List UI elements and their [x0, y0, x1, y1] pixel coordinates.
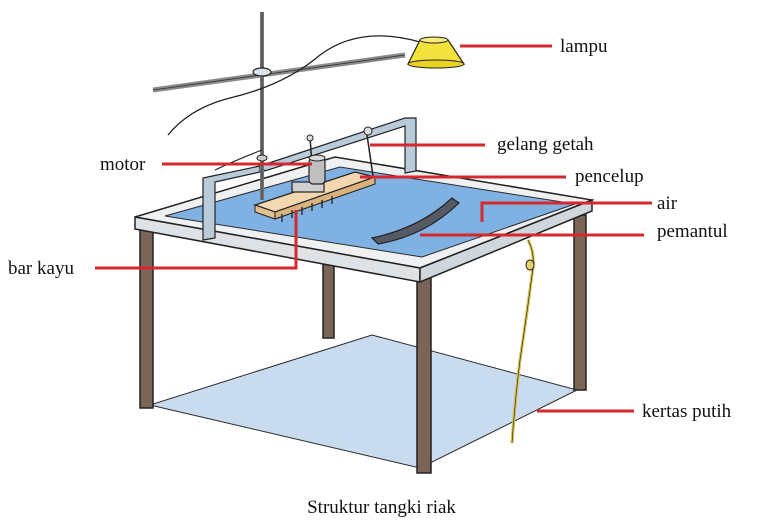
table-leg-back-right — [573, 214, 587, 391]
table-leg-front-left — [139, 224, 154, 409]
white-paper — [148, 334, 579, 469]
label-lampu: lampu — [560, 36, 608, 57]
label-kertas-putih: kertas putih — [642, 401, 732, 422]
label-bar-kayu: bar kayu — [8, 258, 74, 279]
figure-caption: Struktur tangki riak — [307, 497, 456, 518]
rubber-band-hook-right — [365, 127, 374, 177]
leader-lines — [95, 44, 652, 413]
leader-line-air — [480, 201, 652, 222]
motor-body — [308, 157, 326, 185]
string-knot — [525, 259, 535, 271]
table-leg-front-right — [416, 277, 432, 474]
table-frame-front-right-edge — [419, 198, 593, 284]
lamp-cable — [167, 35, 421, 136]
table-leg-back-middle — [322, 254, 335, 339]
label-pemantul: pemantul — [657, 221, 728, 242]
dipper-row — [281, 196, 333, 222]
label-gelang-getah: gelang getah — [497, 134, 594, 155]
label-pencelup: pencelup — [575, 166, 644, 187]
label-motor: motor — [100, 154, 146, 175]
lamp-shade-rim — [407, 59, 465, 69]
leader-line-bar-kayu — [95, 210, 298, 270]
reflector — [370, 197, 460, 245]
power-cable — [214, 149, 263, 171]
label-air: air — [657, 193, 678, 214]
motor-mount — [291, 181, 325, 193]
wooden-bar-front — [274, 176, 376, 220]
